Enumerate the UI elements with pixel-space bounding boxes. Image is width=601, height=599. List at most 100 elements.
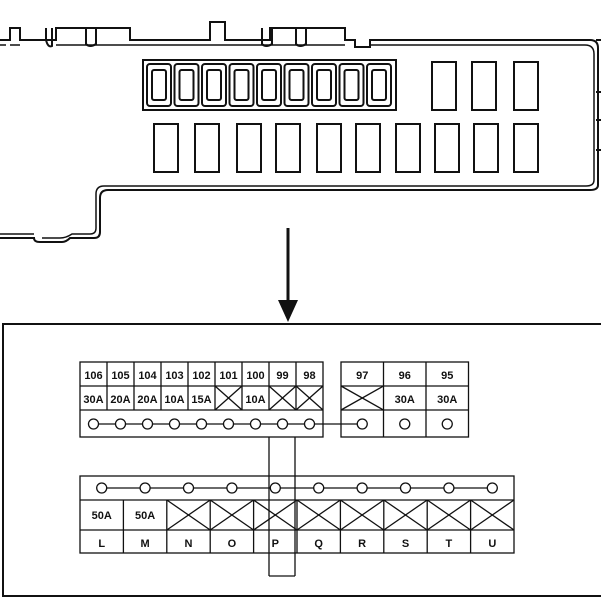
fuse-letter: N	[185, 538, 193, 550]
terminal-circle	[313, 482, 325, 494]
mini-fuse-body	[206, 69, 222, 101]
fuse-slots-lower	[153, 123, 539, 173]
fuse-slot	[513, 123, 539, 173]
housing-tab-3	[261, 28, 273, 47]
mini-fuse-slot	[311, 63, 337, 107]
fuse-number: 95	[441, 370, 453, 382]
fuse-slot	[355, 123, 381, 173]
terminal-circle	[269, 482, 281, 494]
terminal-circle	[399, 418, 411, 430]
mini-fuse-body	[288, 69, 305, 101]
fuse-slot	[395, 123, 421, 173]
fuse-number: 96	[399, 370, 411, 382]
fuse-number: 98	[303, 370, 315, 382]
terminal-circle	[222, 418, 235, 430]
fuse-amperage: 30A	[395, 394, 415, 406]
fuse-box-housing	[0, 21, 601, 243]
fuse-slot	[473, 123, 499, 173]
housing-right-clip	[596, 39, 601, 151]
terminal-circle	[114, 418, 127, 430]
fuse-amperage: 50A	[92, 510, 112, 522]
mini-fuse-slot	[366, 63, 392, 107]
fuse-letter: S	[402, 538, 409, 550]
fuse-table-right-frame	[340, 361, 470, 438]
terminal-circle	[168, 418, 181, 430]
empty-slot-cross	[426, 499, 471, 531]
fuse-slot	[434, 123, 460, 173]
empty-slot-cross	[253, 499, 298, 531]
fuse-number: 102	[192, 370, 210, 382]
terminal-circle	[96, 482, 108, 494]
mini-fuse-slot	[173, 63, 200, 107]
fuse-number: 103	[165, 370, 183, 382]
terminal-circle	[87, 418, 100, 430]
mini-fuse-slot	[283, 63, 310, 107]
terminal-circle	[303, 418, 316, 430]
relay-slots-upper	[431, 61, 539, 111]
fuse-letter: L	[98, 538, 105, 550]
terminal-circle	[399, 482, 412, 494]
housing-tab-1	[45, 28, 53, 48]
fuse-slot	[153, 123, 179, 173]
fuse-amperage: 30A	[437, 394, 457, 406]
empty-slot-cross	[340, 385, 384, 411]
mini-fuse-slots	[146, 63, 392, 107]
mini-fuse-body	[178, 69, 195, 101]
fuse-row-top-right: 97 96 30A 95 30A	[340, 361, 470, 438]
empty-slot-cross	[296, 499, 341, 531]
fuse-amperage: 10A	[245, 394, 265, 406]
fuse-number: 104	[138, 370, 157, 382]
fuse-letter: P	[272, 538, 279, 550]
mini-fuse-body	[261, 69, 277, 101]
mini-fuse-slot	[256, 63, 282, 107]
mini-fuse-body	[316, 69, 332, 101]
terminal-circle	[276, 418, 289, 430]
mini-fuse-body	[233, 69, 250, 101]
mini-fuse-body	[151, 69, 167, 101]
terminal-circle	[226, 482, 238, 494]
terminal-circle	[441, 418, 453, 430]
mini-fuse-slot	[146, 63, 172, 107]
detail-panel-frame	[2, 323, 601, 597]
housing-tab-4	[295, 28, 307, 47]
fuse-letter: M	[141, 538, 150, 550]
mini-fuse-body	[371, 69, 387, 101]
empty-slot-cross	[340, 499, 385, 531]
pointer-arrow	[278, 228, 298, 322]
empty-slot-cross	[295, 385, 324, 411]
fuse-number: 106	[84, 370, 102, 382]
terminal-circle	[139, 482, 151, 494]
mini-fuse-slot	[228, 63, 255, 107]
mini-fuse-strip-frame	[142, 59, 397, 111]
fuse-number: 99	[276, 370, 288, 382]
terminal-circle	[356, 482, 368, 494]
fuse-slot	[236, 123, 262, 173]
fuse-letter: O	[228, 538, 237, 550]
mini-fuse-body	[343, 69, 360, 101]
empty-slot-cross	[166, 499, 211, 531]
housing-outline	[0, 21, 599, 243]
fuse-amperage: 20A	[137, 394, 157, 406]
fuse-slot	[194, 123, 220, 173]
housing-inner-outline	[0, 44, 595, 239]
terminal-circle	[182, 482, 195, 494]
empty-slot-cross	[209, 499, 254, 531]
fuse-number: 101	[219, 370, 237, 382]
fuse-amperage: 50A	[135, 510, 155, 522]
empty-slot-cross	[383, 499, 428, 531]
fuse-amperage: 10A	[164, 394, 184, 406]
mini-fuse-slot	[338, 63, 365, 107]
housing-tab-2	[85, 28, 97, 47]
fuse-letter: T	[446, 538, 453, 550]
relay-slot	[431, 61, 457, 111]
terminal-circle	[249, 418, 262, 430]
arrow-head	[278, 300, 298, 322]
fuse-amperage: 20A	[110, 394, 130, 406]
terminal-circle	[443, 482, 455, 494]
empty-slot-cross	[470, 499, 515, 531]
fuse-number: 97	[356, 370, 368, 382]
fuse-number: 100	[246, 370, 264, 382]
bus-strap	[268, 437, 296, 577]
